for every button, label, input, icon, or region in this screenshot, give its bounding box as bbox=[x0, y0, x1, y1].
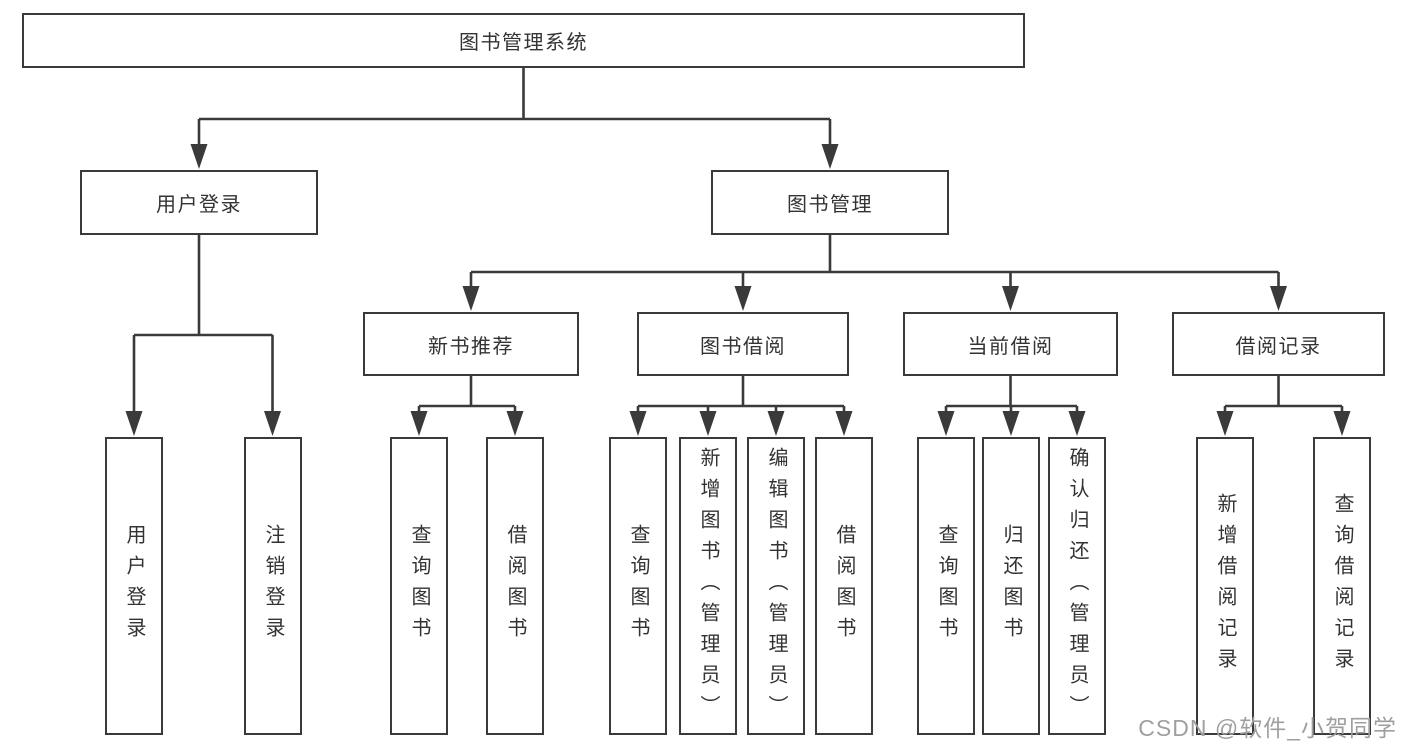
leaf-bb-query-books-label: 查询图书 bbox=[627, 524, 649, 648]
node-book-borrowing-label: 图书借阅 bbox=[700, 335, 786, 358]
leaf-cb-query-books: 查询图书 bbox=[917, 437, 975, 735]
node-new-book-recommend: 新书推荐 bbox=[363, 312, 579, 376]
node-user-login: 用户登录 bbox=[80, 170, 318, 235]
node-current-borrowing-label: 当前借阅 bbox=[967, 335, 1054, 358]
leaf-user-login: 用户登录 bbox=[105, 437, 163, 735]
leaf-br-add-record-label: 新增借阅记录 bbox=[1214, 493, 1236, 679]
node-new-book-recommend-label: 新书推荐 bbox=[428, 335, 514, 358]
leaf-cb-return-books-label: 归还图书 bbox=[1000, 524, 1022, 648]
leaf-bb-borrow-books: 借阅图书 bbox=[815, 437, 873, 735]
leaf-nb-query-books-label: 查询图书 bbox=[408, 524, 430, 648]
node-root: 图书管理系统 bbox=[22, 13, 1025, 68]
watermark: CSDN @软件_小贺同学 bbox=[1138, 715, 1397, 741]
connector-paths bbox=[132, 68, 1344, 421]
leaf-bb-edit-books-admin: 编辑图书（管理员） bbox=[747, 437, 805, 735]
leaf-nb-borrow-books-label: 借阅图书 bbox=[504, 524, 526, 648]
node-current-borrowing: 当前借阅 bbox=[903, 312, 1118, 376]
node-user-login-label: 用户登录 bbox=[156, 194, 242, 216]
leaf-bb-add-books-admin: 新增图书（管理员） bbox=[679, 437, 737, 735]
leaf-nb-borrow-books: 借阅图书 bbox=[486, 437, 544, 735]
leaf-br-add-record: 新增借阅记录 bbox=[1196, 437, 1254, 735]
node-borrowing-records: 借阅记录 bbox=[1172, 312, 1385, 376]
leaf-bb-add-books-admin-label: 新增图书（管理员） bbox=[697, 446, 719, 726]
leaf-user-login-label: 用户登录 bbox=[123, 524, 145, 648]
leaf-bb-borrow-books-label: 借阅图书 bbox=[833, 524, 855, 648]
leaf-bb-query-books: 查询图书 bbox=[609, 437, 667, 735]
node-book-management: 图书管理 bbox=[711, 170, 949, 235]
node-book-management-label: 图书管理 bbox=[787, 194, 873, 216]
leaf-br-query-record-label: 查询借阅记录 bbox=[1331, 493, 1353, 679]
leaf-bb-edit-books-admin-label: 编辑图书（管理员） bbox=[765, 446, 787, 726]
node-root-label: 图书管理系统 bbox=[459, 32, 588, 54]
leaf-cb-return-books: 归还图书 bbox=[982, 437, 1040, 735]
node-book-borrowing: 图书借阅 bbox=[637, 312, 849, 376]
leaf-nb-query-books: 查询图书 bbox=[390, 437, 448, 735]
arrowheads bbox=[125, 144, 1351, 436]
leaf-cb-confirm-return-admin-label: 确认归还（管理员） bbox=[1066, 446, 1088, 726]
leaf-cb-query-books-label: 查询图书 bbox=[935, 524, 957, 648]
leaf-br-query-record: 查询借阅记录 bbox=[1313, 437, 1371, 735]
leaf-logout: 注销登录 bbox=[244, 437, 302, 735]
leaf-cb-confirm-return-admin: 确认归还（管理员） bbox=[1048, 437, 1106, 735]
leaf-logout-label: 注销登录 bbox=[262, 524, 284, 648]
node-borrowing-records-label: 借阅记录 bbox=[1235, 335, 1322, 358]
